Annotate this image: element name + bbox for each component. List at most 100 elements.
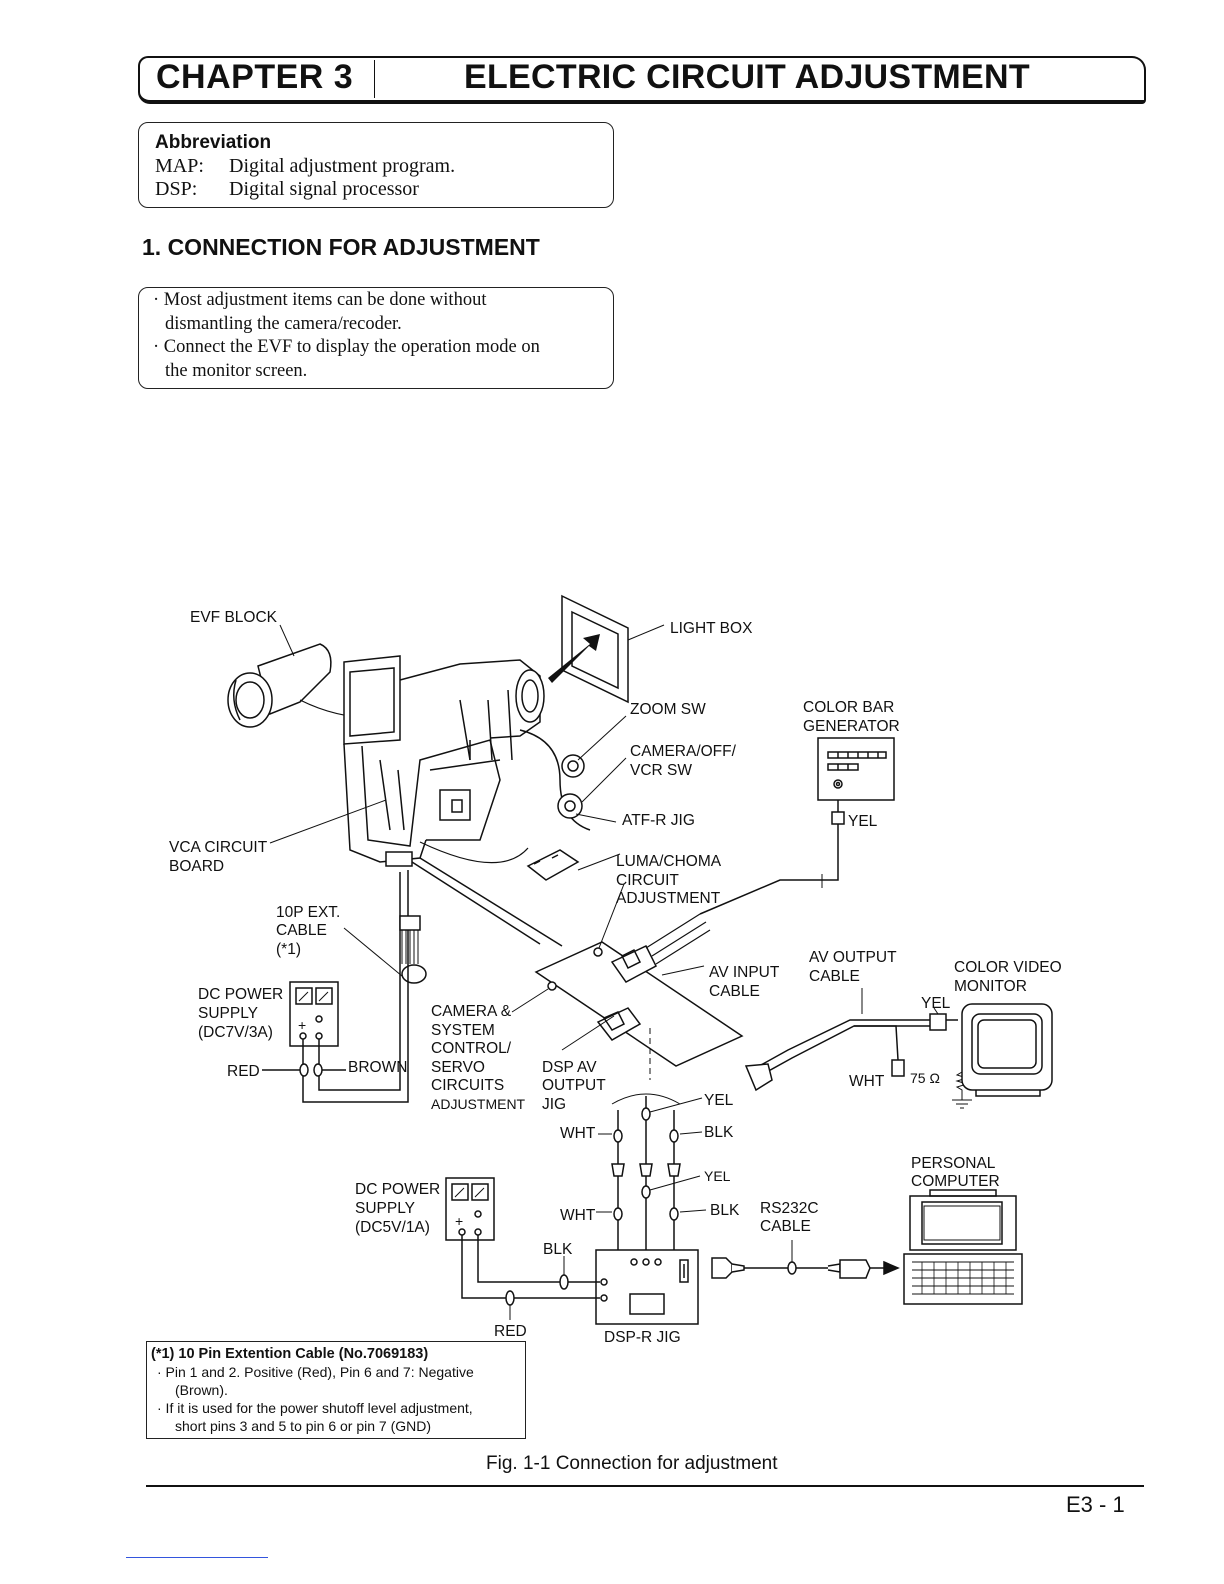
chapter-header: CHAPTER 3 ELECTRIC CIRCUIT ADJUSTMENT [138,56,1146,104]
label-personal-computer: COMPUTER [911,1173,1000,1190]
label-color-video-monitor: MONITOR [954,978,1027,995]
chapter-frame [138,56,1146,104]
label-camera-system: CONTROL/ [431,1040,512,1057]
label-wht: WHT [560,1207,596,1224]
personal-computer [903,1189,1023,1305]
label-color-bar-gen: COLOR BAR [803,699,894,716]
label-yel: YEL [704,1092,734,1109]
label-brown: BROWN [348,1059,407,1076]
label-vca-board: VCA CIRCUIT [169,839,268,856]
label-camera-system: SYSTEM [431,1022,495,1039]
label-light-box: LIGHT BOX [670,620,753,637]
footnote-line: short pins 3 and 5 to pin 6 or pin 7 (GN… [175,1418,432,1434]
abbreviation-box: Abbreviation MAP: Digital adjustment prog… [138,122,614,208]
label-ohm: 75 Ω [910,1070,940,1086]
label-yel: YEL [921,995,951,1012]
arrow-icon [548,634,600,683]
label-blk: BLK [710,1202,740,1219]
label-dc-power-1: DC POWER [198,986,283,1003]
label-camera-system: CIRCUITS [431,1077,504,1094]
label-red: RED [494,1323,527,1340]
abbreviation-heading: Abbreviation [155,132,272,153]
label-blk: BLK [704,1124,734,1141]
abbreviation-key: MAP: [155,155,204,177]
label-dc-power-2: (DC5V/1A) [355,1219,430,1236]
label-atf-r-jig: ATF-R JIG [622,812,695,829]
label-dc-power-2: SUPPLY [355,1200,415,1217]
label-ext-cable: CABLE [276,922,327,939]
note-line: · Most adjustment items can be done with… [153,290,487,310]
dsp-r-jig [595,1249,699,1325]
notes-box: · Most adjustment items can be done with… [138,287,614,389]
label-personal-computer: PERSONAL [911,1155,996,1172]
label-camera-system: ADJUSTMENT [431,1096,526,1112]
label-vca-board: BOARD [169,858,224,875]
label-yel: YEL [704,1168,731,1184]
footnote-line: (Brown). [175,1382,228,1398]
label-color-video-monitor: COLOR VIDEO [954,959,1062,976]
chapter-title: ELECTRIC CIRCUIT ADJUSTMENT [464,58,1030,96]
label-rs232c-cable: CABLE [760,1218,811,1235]
footnote-line: · If it is used for the power shutoff le… [157,1400,473,1416]
label-camera-system: SERVO [431,1059,485,1076]
label-av-input-cable: AV INPUT [709,964,780,981]
footnote-line: · Pin 1 and 2. Positive (Red), Pin 6 and… [157,1364,474,1380]
label-av-input-cable: CABLE [709,983,760,1000]
label-dsp-av-output: JIG [542,1096,566,1113]
abbreviation-desc: Digital adjustment program. [229,155,456,177]
footnote-heading: (*1) 10 Pin Extention Cable (No.7069183) [151,1346,429,1362]
camcorder-body [343,655,591,867]
diagram-labels: EVF BLOCK LIGHT BOX ZOOM SW CAMERA/OFF/ … [169,609,1062,1346]
ext-cable-connector [399,915,427,984]
label-luma-chroma: CIRCUIT [616,872,679,889]
section-title: 1. CONNECTION FOR ADJUSTMENT [142,234,540,260]
chapter-divider [374,60,375,98]
blue-underline [126,1557,268,1558]
footnote-box: (*1) 10 Pin Extention Cable (No.7069183)… [146,1341,526,1439]
label-av-output-cable: AV OUTPUT [809,949,897,966]
chapter-number: CHAPTER 3 [156,58,354,96]
label-wht: WHT [560,1125,596,1142]
label-color-bar-gen: GENERATOR [803,718,900,735]
connection-diagram: EVF BLOCK LIGHT BOX ZOOM SW CAMERA/OFF/ … [169,594,1062,1346]
label-av-output-cable: CABLE [809,968,860,985]
abbreviation-desc: Digital signal processor [229,178,419,200]
label-dsp-av-output: DSP AV [542,1059,597,1076]
color-bar-generator [817,737,895,825]
label-dc-power-1: SUPPLY [198,1005,258,1022]
label-plus: + [298,1017,306,1033]
label-rs232c-cable: RS232C [760,1200,819,1217]
abbreviation-item: DSP: Digital signal processor [155,178,419,201]
label-evf-block: EVF BLOCK [190,609,278,626]
av-output-board [534,913,744,1067]
rca-cables [611,1093,681,1250]
label-ext-cable: (*1) [276,941,301,958]
footer-rule [146,1485,1144,1487]
label-plus: + [455,1213,463,1229]
evf-block [227,643,385,728]
camera-controls [526,754,585,881]
abbreviation-key: DSP: [155,178,198,200]
note-line: dismantling the camera/recoder. [165,314,402,334]
label-dc-power-1: (DC7V/3A) [198,1024,273,1041]
light-box [548,594,629,704]
label-red: RED [227,1063,260,1080]
label-luma-chroma: LUMA/CHOMA [616,853,722,870]
rs232c-cable [711,1257,900,1279]
label-wht: WHT [849,1073,885,1090]
label-camera-system: CAMERA & [431,1003,512,1020]
label-dsp-av-output: OUTPUT [542,1077,606,1094]
label-dsp-r-jig: DSP-R JIG [604,1329,681,1346]
label-zoom-sw: ZOOM SW [630,701,706,718]
figure-caption: Fig. 1-1 Connection for adjustment [486,1453,778,1474]
label-luma-chroma: ADJUSTMENT [616,890,721,907]
note-line: · Connect the EVF to display the operati… [153,337,540,357]
label-blk: BLK [543,1241,573,1258]
label-yel: YEL [848,813,878,830]
label-dc-power-2: DC POWER [355,1181,440,1198]
label-ext-cable: 10P EXT. [276,904,340,921]
page-number: E3 - 1 [1066,1492,1125,1517]
dc-power-supply-5v [445,1177,495,1241]
note-line: the monitor screen. [165,361,308,381]
dc-power-supply-7v [289,981,339,1047]
